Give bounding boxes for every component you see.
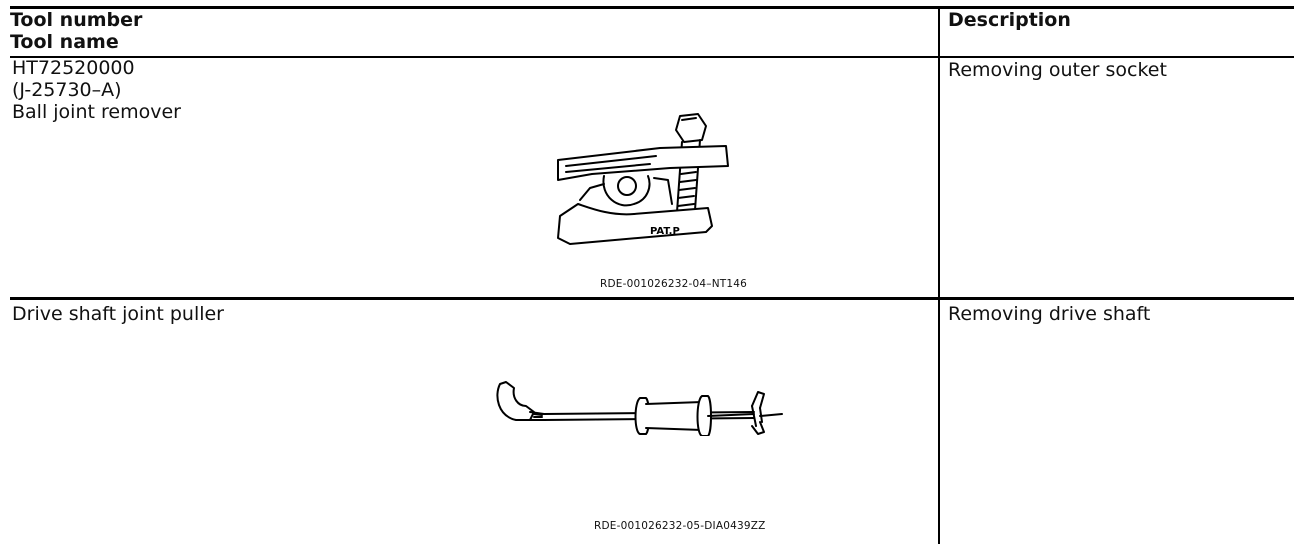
tool-number: HT72520000 [12,57,135,79]
special-tools-table: Tool number Tool name Description HT7252… [10,6,1294,544]
header-tool-name: Tool name [10,31,119,53]
row-divider [10,297,1294,300]
header-bottom-rule [10,56,1294,58]
header-description: Description [948,9,1071,31]
drive-shaft-puller-icon [496,381,783,436]
figure-caption: RDE-001026232-04–NT146 [600,278,748,290]
tool-name: Drive shaft joint puller [12,303,224,325]
column-divider [938,6,940,544]
tool-alt-number: (J-25730–A) [12,79,122,101]
figure-caption: RDE-001026232-05-DIA0439ZZ [594,520,766,532]
header-tool-number: Tool number [10,9,143,31]
tool-description: Removing drive shaft [948,303,1151,325]
figure-label: PAT.P [650,226,680,237]
ball-joint-remover-icon: PAT.P [557,113,729,245]
table-top-rule [10,6,1294,9]
tool-description: Removing outer socket [948,59,1167,81]
tool-name: Ball joint remover [12,101,181,123]
